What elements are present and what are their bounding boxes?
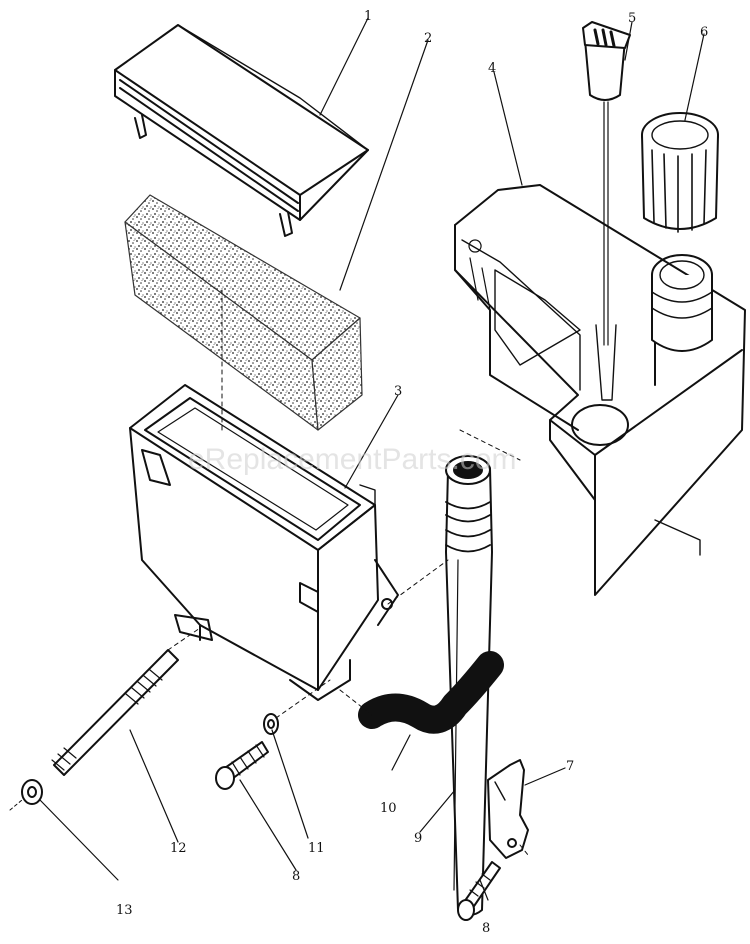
washer <box>263 713 279 735</box>
callout-10: 10 <box>380 801 397 816</box>
callout-1: 1 <box>364 9 372 24</box>
screw-right <box>457 861 501 921</box>
callout-4: 4 <box>488 61 496 76</box>
mounting-bracket <box>487 759 529 859</box>
callout-2: 2 <box>424 31 432 46</box>
callout-6: 6 <box>700 25 708 40</box>
nut <box>9 779 43 811</box>
fuel-tank-cap <box>641 112 719 233</box>
leader-lines <box>39 17 705 901</box>
foam-filter-element <box>124 194 363 431</box>
hose <box>358 651 504 734</box>
callout-3: 3 <box>394 384 402 399</box>
callout-11: 11 <box>308 841 325 856</box>
callout-8-right: 8 <box>482 921 490 936</box>
air-filter-housing <box>129 384 399 701</box>
callout-5: 5 <box>628 11 636 26</box>
callout-numbers: 1 2 3 4 5 6 7 8 8 9 10 11 12 13 <box>116 9 708 936</box>
callout-7: 7 <box>566 759 574 774</box>
alignment-lines <box>221 289 529 856</box>
callout-12: 12 <box>170 841 187 856</box>
screw-left <box>215 741 269 790</box>
callout-8-left: 8 <box>292 869 300 884</box>
fuel-tank-housing <box>454 184 746 596</box>
callout-9: 9 <box>414 831 422 846</box>
callout-13: 13 <box>116 903 133 918</box>
fuel-gauge <box>582 21 631 401</box>
watermark-text: eReplacementParts.com <box>188 443 516 476</box>
air-filter-cover <box>114 24 369 237</box>
long-bolt <box>51 627 201 776</box>
